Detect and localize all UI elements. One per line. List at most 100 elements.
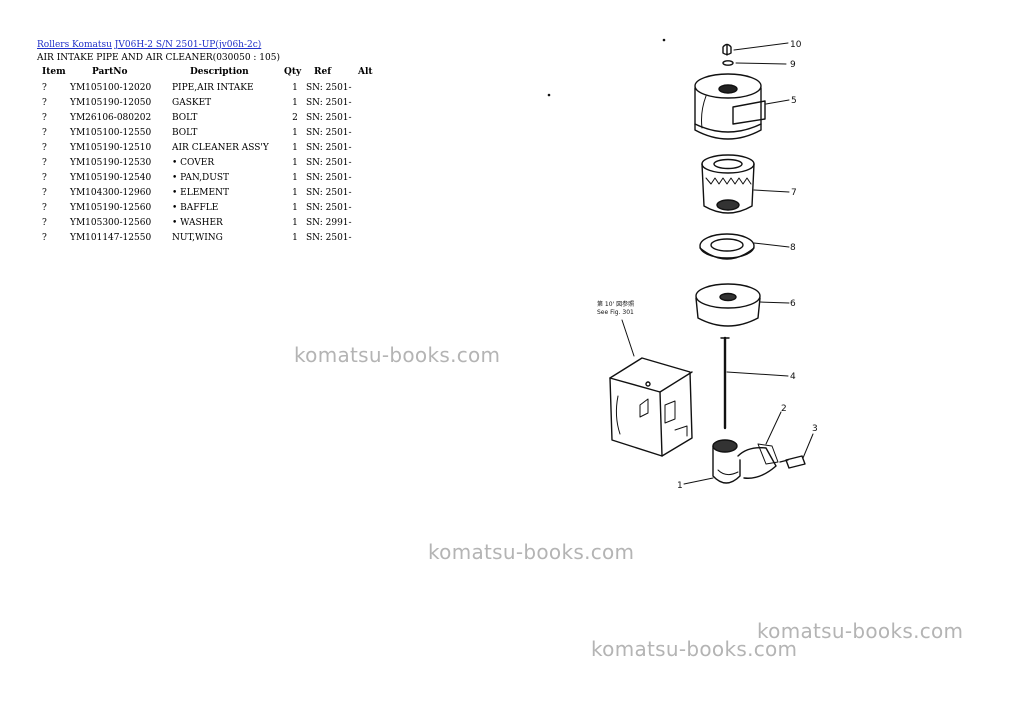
cell-item: ? — [42, 187, 47, 198]
washer-part — [722, 60, 734, 66]
parts-table: Item PartNo Description Qty Ref Alt ? YM1… — [38, 66, 378, 245]
cell-qty: 1 — [292, 157, 298, 168]
callout-6: 6 — [790, 299, 796, 309]
table-row: ? YM105100-12020 PIPE,AIR INTAKE 1 SN: 2501- — [38, 80, 378, 95]
breadcrumb: Rollers Komatsu JV06H-2 S/N 2501-UP(jv06… — [37, 39, 261, 51]
cell-partno: YM105190-12540 — [70, 172, 152, 183]
cell-description: • COVER — [172, 157, 215, 168]
cell-item: ? — [42, 202, 47, 213]
cover-part — [694, 73, 766, 140]
cell-ref: SN: 2501- — [306, 112, 352, 123]
cell-qty: 2 — [292, 112, 298, 123]
col-header-ref: Ref — [314, 67, 332, 77]
col-header-description: Description — [190, 67, 249, 77]
cell-qty: 1 — [292, 187, 298, 198]
callout-4: 4 — [790, 372, 796, 382]
col-header-item: Item — [42, 67, 66, 77]
cell-item: ? — [42, 157, 47, 168]
cell-partno: YM105100-12020 — [70, 82, 152, 93]
cell-ref: SN: 2501- — [306, 82, 352, 93]
cell-partno: YM101147-12550 — [70, 232, 152, 243]
cell-partno: YM105190-12530 — [70, 157, 152, 168]
cell-ref: SN: 2501- — [306, 187, 352, 198]
callout-10: 10 — [790, 40, 802, 50]
breadcrumb-link-model[interactable]: JV06H-2 S/N 2501-UP(jv06h-2c) — [114, 40, 262, 50]
cell-item: ? — [42, 142, 47, 153]
cell-ref: SN: 2991- — [306, 217, 352, 228]
table-row: ? YM105190-12510 AIR CLEANER ASS'Y 1 SN: 250… — [38, 140, 378, 155]
leader-lines — [621, 42, 814, 485]
watermark: komatsu-books.com — [757, 619, 964, 643]
callout-3: 3 — [812, 424, 818, 434]
callout-9: 9 — [790, 60, 796, 70]
wing-nut-part — [722, 43, 732, 56]
cell-partno: YM105300-12560 — [70, 217, 152, 228]
cell-qty: 1 — [292, 217, 298, 228]
engine-housing-part — [609, 357, 693, 457]
cell-item: ? — [42, 97, 47, 108]
cell-item: ? — [42, 127, 47, 138]
cell-qty: 1 — [292, 142, 298, 153]
cell-partno: YM105190-12050 — [70, 97, 152, 108]
table-row: ? YM26106-080202 BOLT 2 SN: 2501- — [38, 110, 378, 125]
watermark: komatsu-books.com — [591, 637, 798, 661]
cell-item: ? — [42, 82, 47, 93]
cell-qty: 1 — [292, 202, 298, 213]
callout-8: 8 — [790, 243, 796, 253]
cell-ref: SN: 2501- — [306, 172, 352, 183]
cell-ref: SN: 2501- — [306, 142, 352, 153]
gasket-part — [757, 443, 779, 465]
table-row: ? YM104300-12960 • ELEMENT 1 SN: 2501- — [38, 185, 378, 200]
cell-qty: 1 — [292, 127, 298, 138]
cell-partno: YM105190-12510 — [70, 142, 152, 153]
cell-description: NUT,WING — [172, 232, 223, 243]
cell-description: • ELEMENT — [172, 187, 229, 198]
cell-partno: YM26106-080202 — [70, 112, 152, 123]
cell-item: ? — [42, 217, 47, 228]
cell-ref: SN: 2501- — [306, 232, 352, 243]
cell-partno: YM104300-12960 — [70, 187, 152, 198]
col-header-qty: Qty — [284, 67, 302, 77]
cell-qty: 1 — [292, 97, 298, 108]
cell-partno: YM105100-12550 — [70, 127, 152, 138]
cell-description: BOLT — [172, 112, 198, 123]
cell-ref: SN: 2501- — [306, 157, 352, 168]
figure-reference-en: See Fig. 301 — [597, 309, 634, 316]
breadcrumb-link-rollers[interactable]: Rollers Komatsu — [37, 40, 112, 50]
stray-dot — [662, 38, 666, 42]
watermark: komatsu-books.com — [294, 343, 501, 367]
watermark: komatsu-books.com — [428, 540, 635, 564]
cell-item: ? — [42, 112, 47, 123]
page-title: AIR INTAKE PIPE AND AIR CLEANER(030050 :… — [37, 53, 280, 63]
col-header-alt: Alt — [358, 67, 373, 77]
cell-description: PIPE,AIR INTAKE — [172, 82, 254, 93]
cell-ref: SN: 2501- — [306, 97, 352, 108]
callout-2: 2 — [781, 404, 787, 414]
cell-description: AIR CLEANER ASS'Y — [172, 142, 269, 153]
cell-description: BOLT — [172, 127, 198, 138]
cell-description: • BAFFLE — [172, 202, 219, 213]
element-part — [701, 154, 755, 214]
figure-reference-jp: 第 10' 図参照 — [597, 300, 634, 308]
dust-pan-part — [695, 283, 761, 327]
table-row: ? YM101147-12550 NUT,WING 1 SN: 2501- — [38, 230, 378, 245]
cell-description: • PAN,DUST — [172, 172, 230, 183]
callout-7: 7 — [791, 188, 797, 198]
bolt-part — [779, 455, 806, 469]
cell-qty: 1 — [292, 232, 298, 243]
table-header-row: Item PartNo Description Qty Ref Alt — [38, 66, 378, 80]
cell-ref: SN: 2501- — [306, 202, 352, 213]
baffle-part — [699, 233, 755, 260]
cell-qty: 1 — [292, 82, 298, 93]
stray-dot — [547, 93, 551, 97]
cell-item: ? — [42, 232, 47, 243]
cell-partno: YM105190-12560 — [70, 202, 152, 213]
callout-5: 5 — [791, 96, 797, 106]
table-row: ? YM105190-12530 • COVER 1 SN: 2501- — [38, 155, 378, 170]
cell-qty: 1 — [292, 172, 298, 183]
